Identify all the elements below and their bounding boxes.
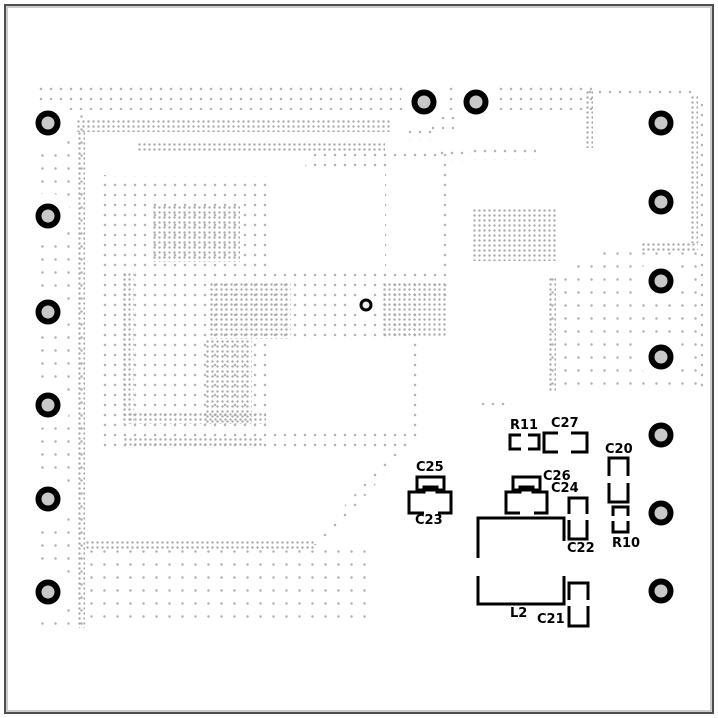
pour-region-right-edge-col <box>697 100 703 390</box>
component-outline-r10 <box>611 521 630 534</box>
component-outline-r11 <box>528 433 541 451</box>
pour-region-tr-outline-top <box>585 87 698 96</box>
refdes-label-r11: R11 <box>510 418 539 433</box>
pour-region-cluster-2 <box>470 146 536 160</box>
refdes-label-c24: C24 <box>551 481 579 496</box>
refdes-label-c20: C20 <box>605 442 633 457</box>
mounting-pad <box>648 110 674 136</box>
component-outline-r10 <box>611 505 630 516</box>
pour-region-cluster-3 <box>478 399 512 412</box>
pour-region-dense-col <box>122 272 134 424</box>
via-pad <box>359 298 373 312</box>
pour-region-pour-gap-right <box>387 162 437 267</box>
component-outline-c22 <box>567 520 589 541</box>
mounting-pad <box>35 203 61 229</box>
pour-region-dense-block-3 <box>205 339 252 424</box>
mounting-pad <box>411 89 437 115</box>
mounting-pad <box>648 189 674 215</box>
component-outline-c21 <box>567 581 590 600</box>
pour-region-dense-row-2 <box>123 437 263 448</box>
component-outline-c27 <box>542 431 558 454</box>
component-outline-c27 <box>571 431 589 454</box>
pour-region-right-pour-top <box>641 242 698 251</box>
refdes-label-c25: C25 <box>416 460 444 475</box>
mounting-pad <box>648 344 674 370</box>
pour-region-bottom-band <box>85 545 370 628</box>
pour-region-cluster-5 <box>437 148 471 162</box>
mounting-pad <box>35 110 61 136</box>
component-outline-c23 <box>407 485 453 515</box>
pour-region-right-pour-left <box>548 277 556 391</box>
refdes-label-l2: L2 <box>510 606 528 621</box>
pour-region-top-band <box>36 84 592 110</box>
mounting-pad <box>648 422 674 448</box>
component-outline-c21 <box>567 606 590 628</box>
component-outline-c20 <box>607 483 630 504</box>
pour-region-tr-outline-right <box>690 95 698 243</box>
pour-region-central-top-row <box>137 142 385 151</box>
component-outline-r11 <box>508 433 521 451</box>
pour-region-tr-outline-left <box>585 90 593 148</box>
refdes-label-c21: C21 <box>537 612 565 627</box>
mounting-pad <box>463 89 489 115</box>
pour-region-pour-gap-low <box>267 343 413 430</box>
pour-region-top-outline-row <box>76 119 392 132</box>
mounting-pad <box>35 579 61 605</box>
component-outline-c24 <box>504 485 549 515</box>
mounting-pad <box>648 500 674 526</box>
pour-region-pour-gap-mid <box>267 167 385 273</box>
refdes-label-c26: C26 <box>543 469 571 484</box>
pour-region-cluster-1 <box>405 127 435 141</box>
pour-region-bottom-band-edge <box>85 540 315 550</box>
mounting-pad <box>35 299 61 325</box>
mounting-pad <box>648 268 674 294</box>
component-outline-l2 <box>476 516 566 558</box>
component-outline-l2 <box>476 576 566 606</box>
pour-region-dense-row-1 <box>128 412 266 424</box>
pour-region-dense-block-5 <box>472 208 556 261</box>
component-outline-c25 <box>415 475 446 492</box>
mounting-pad <box>35 392 61 418</box>
component-outline-c26 <box>511 475 542 492</box>
component-outline-c22 <box>567 496 589 514</box>
component-outline-c20 <box>607 456 630 476</box>
refdes-label-c27: C27 <box>551 416 579 431</box>
refdes-label-c22: C22 <box>567 541 595 556</box>
pour-region-dense-block-2 <box>209 282 291 339</box>
refdes-label-c23: C23 <box>415 513 443 528</box>
pour-region-left-strip-edge <box>77 131 85 628</box>
mounting-pad <box>648 578 674 604</box>
pour-region-dense-block-1 <box>152 205 240 262</box>
pour-region-dense-block-4 <box>382 282 448 338</box>
mounting-pad <box>35 486 61 512</box>
refdes-label-r10: R10 <box>612 536 641 551</box>
